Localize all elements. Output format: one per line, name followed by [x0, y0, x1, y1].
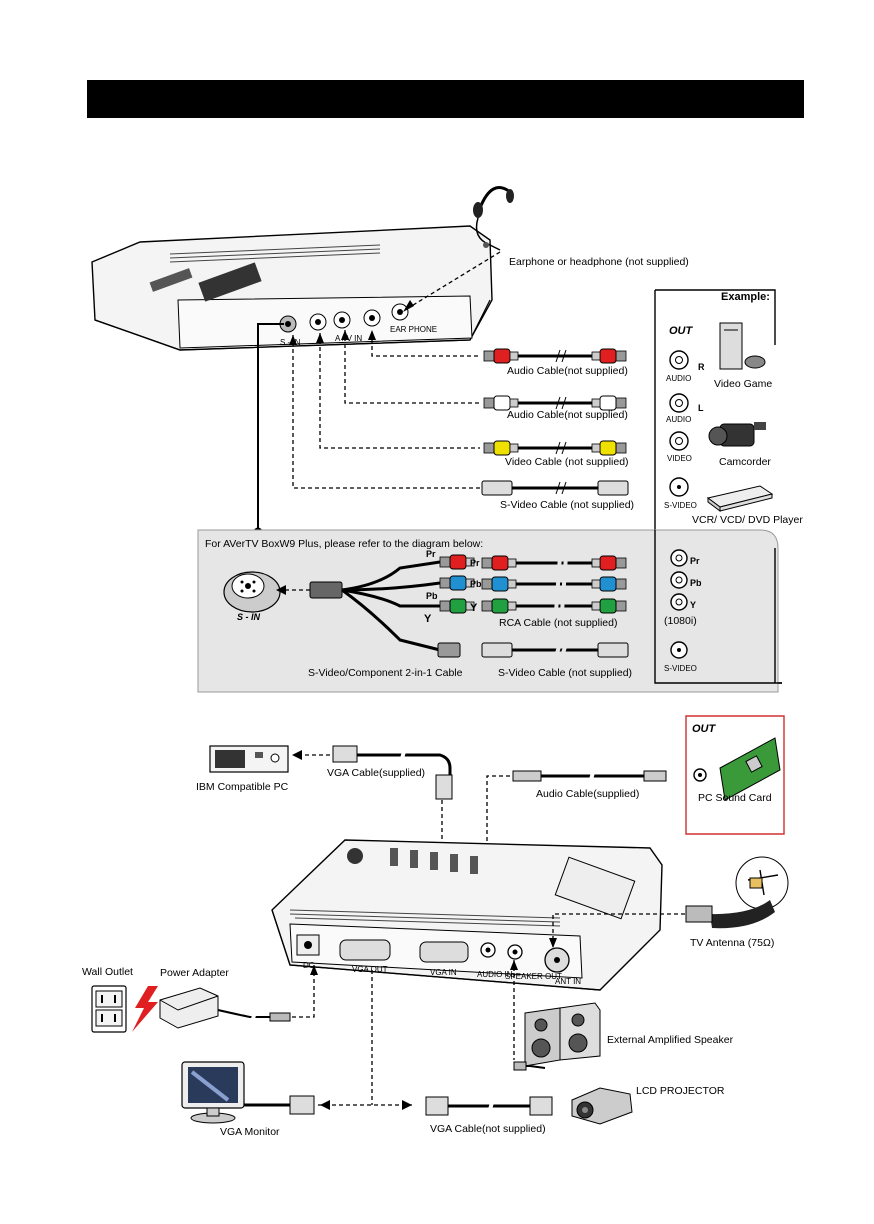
- power-adapter-icon: [159, 987, 291, 1029]
- pc-sound-card-label: PC Sound Card: [698, 792, 772, 804]
- svideo-cable-label-2: S-Video Cable (not supplied): [498, 667, 632, 679]
- out-label-2: OUT: [692, 723, 717, 735]
- port-label-av-in: A / V IN: [335, 334, 362, 343]
- port-label-audio-in: AUDIO IN: [477, 970, 513, 979]
- port-label-ear-phone: EAR PHONE: [390, 325, 437, 334]
- tv-antenna-label: TV Antenna (75Ω): [690, 937, 774, 949]
- r-label: R: [698, 362, 705, 372]
- ibm-pc-icon: [209, 745, 289, 773]
- tv-antenna-icon: [685, 856, 789, 929]
- svideo-label-2: S-VIDEO: [664, 664, 697, 673]
- example-panel: Example: OUT R AUDIO L AUDIO VIDEO S-VID…: [654, 289, 803, 684]
- vga-cable-supplied: [332, 745, 453, 800]
- power-lightning-icon: [132, 986, 158, 1032]
- port-label-ant-in: ANT IN: [555, 977, 581, 986]
- pr-label-b: Pr: [470, 558, 480, 568]
- svc-2in1-label: S-Video/Component 2-in-1 Cable: [308, 667, 463, 679]
- section-header-bar: [87, 80, 804, 118]
- audio-cable-supplied-label: Audio Cable(supplied): [536, 788, 639, 800]
- vcr-label: VCR/ VCD/ DVD Player: [692, 514, 803, 526]
- audio-label-2: AUDIO: [666, 415, 691, 424]
- vga-monitor-label: VGA Monitor: [220, 1126, 280, 1138]
- dvd-player-icon: [706, 485, 774, 512]
- video-cable-yellow: Video Cable (not supplied): [483, 440, 629, 468]
- port-label-speaker-out: SPEAKER OUT: [505, 972, 562, 981]
- audio-cable-label-2: Audio Cable(not supplied): [507, 409, 628, 421]
- video-game-label: Video Game: [714, 378, 772, 390]
- video-cable-label: Video Cable (not supplied): [505, 456, 629, 468]
- svideo-component-2in1-cable: Pr Pb Y: [309, 549, 475, 658]
- video-game-console-icon: [719, 322, 766, 370]
- power-adapter-label: Power Adapter: [160, 967, 229, 979]
- pr-label-c: Pr: [690, 556, 700, 566]
- res-1080i-label: (1080i): [664, 615, 697, 627]
- y-label-b: Y: [470, 602, 478, 614]
- s-in-connector-puck: S - IN: [223, 571, 281, 622]
- wall-outlet-label: Wall Outlet: [82, 966, 133, 978]
- port-label-dc: DC: [303, 961, 315, 970]
- audio-cable-red: Audio Cable(not supplied): [483, 348, 628, 377]
- vga-cable-not-supplied: [425, 1096, 553, 1116]
- tv-box-rear-device: DC VGA OUT VGA IN AUDIO IN SPEAKER OUT A…: [271, 839, 663, 991]
- earphone-label: Earphone or headphone (not supplied): [509, 256, 689, 268]
- vga-cable-not-supplied-label: VGA Cable(not supplied): [430, 1123, 546, 1135]
- pr-label-a: Pr: [426, 549, 436, 559]
- audio-cable-label-1: Audio Cable(not supplied): [507, 365, 628, 377]
- rca-component-cables: Pr Pb Y: [470, 555, 627, 614]
- audio-cable-supplied: [512, 768, 667, 784]
- port-label-vga-in: VGA IN: [430, 968, 457, 977]
- boxw9-note: For AVerTV BoxW9 Plus, please refer to t…: [205, 538, 483, 550]
- example-label: Example:: [721, 291, 770, 303]
- out-label-1: OUT: [669, 325, 694, 337]
- ibm-pc-label: IBM Compatible PC: [196, 781, 289, 793]
- audio-label-1: AUDIO: [666, 374, 691, 383]
- svideo-label-1: S-VIDEO: [664, 501, 697, 510]
- svideo-cable-1: S-Video Cable (not supplied): [481, 480, 634, 511]
- ext-speaker-label: External Amplified Speaker: [607, 1034, 734, 1046]
- wall-outlet-icon: [91, 985, 127, 1033]
- component-out-jacks: Pr Pb Y (1080i) S-VIDEO: [664, 549, 702, 673]
- lcd-projector-label: LCD PROJECTOR: [636, 1085, 725, 1097]
- lcd-projector-icon: [571, 1087, 633, 1125]
- camcorder-label: Camcorder: [719, 456, 771, 468]
- pb-label-b: Pb: [470, 579, 482, 589]
- pb-label-a: Pb: [426, 591, 438, 601]
- vga-monitor-icon: [181, 1061, 245, 1124]
- pc-sound-card-panel: OUT PC Sound Card: [685, 715, 785, 835]
- y-label-a: Y: [424, 613, 432, 625]
- video-label: VIDEO: [667, 454, 692, 463]
- y-label-c: Y: [690, 600, 696, 610]
- vga-cable-supplied-label: VGA Cable(supplied): [327, 767, 425, 779]
- s-in-label: S - IN: [237, 612, 261, 622]
- headphone-icon: [473, 186, 514, 251]
- external-speaker-icon: [524, 1002, 601, 1067]
- svideo-cable-2: [481, 642, 629, 658]
- l-label: L: [698, 403, 704, 413]
- tv-box-front-device: S - IN A / V IN EAR PHONE: [91, 225, 493, 351]
- pb-label-c: Pb: [690, 578, 702, 588]
- rca-cable-label: RCA Cable (not supplied): [499, 617, 617, 629]
- camcorder-icon: [708, 422, 766, 447]
- audio-cable-white: Audio Cable(not supplied): [483, 395, 628, 421]
- port-label-vga-out: VGA OUT: [352, 965, 388, 974]
- svideo-cable-label-1: S-Video Cable (not supplied): [500, 499, 634, 511]
